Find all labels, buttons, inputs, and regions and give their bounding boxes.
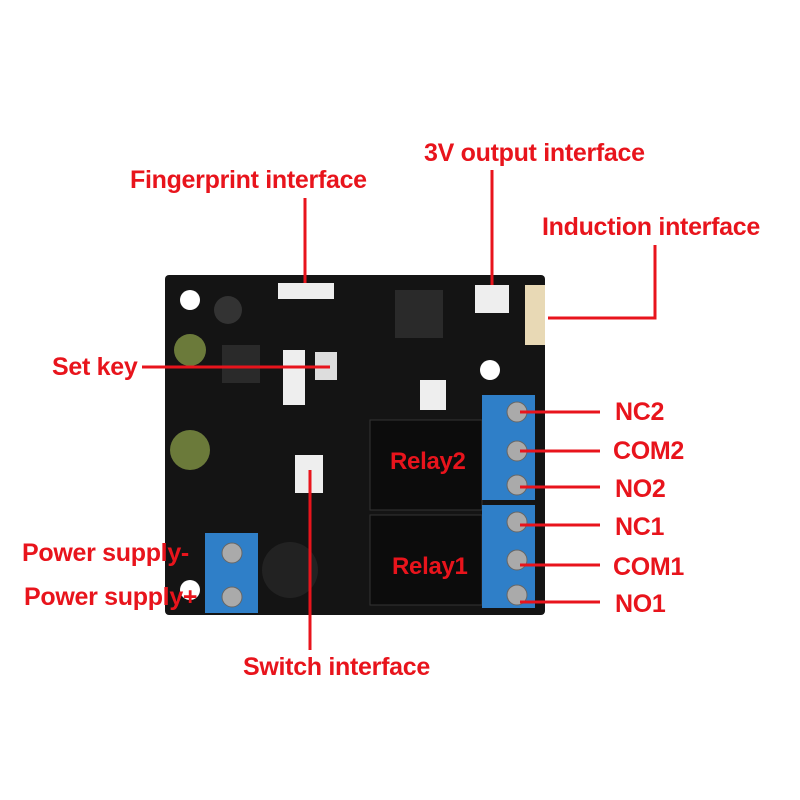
fingerprint-interface-label: Fingerprint interface bbox=[130, 166, 367, 194]
relay-1 bbox=[369, 514, 483, 606]
switch-interface-label: Switch interface bbox=[243, 653, 430, 681]
no1-label: NO1 bbox=[615, 590, 666, 618]
inductor bbox=[222, 345, 260, 383]
induction-interface-label: Induction interface bbox=[542, 213, 760, 241]
mount-hole bbox=[180, 290, 200, 310]
nc2-label: NC2 bbox=[615, 398, 665, 426]
relay-2 bbox=[369, 419, 483, 511]
mcu-chip bbox=[395, 290, 443, 338]
connector bbox=[283, 350, 305, 405]
fingerprint-connector bbox=[278, 283, 334, 299]
capacitor bbox=[174, 334, 206, 366]
power-supply-minus-label: Power supply- bbox=[22, 539, 189, 567]
power-supply-plus-label: Power supply+ bbox=[24, 583, 198, 611]
buzzer bbox=[262, 542, 318, 598]
relay2-label: Relay2 bbox=[390, 448, 466, 475]
3v-connector bbox=[475, 285, 509, 313]
3v-output-interface-label: 3V output interface bbox=[424, 139, 645, 167]
relay1-label: Relay1 bbox=[392, 553, 468, 580]
nc1-label: NC1 bbox=[615, 513, 665, 541]
com2-label: COM2 bbox=[613, 437, 685, 465]
set-key-label: Set key bbox=[52, 353, 138, 381]
mount-hole bbox=[180, 580, 200, 600]
nfc-connector bbox=[525, 285, 545, 345]
capacitor bbox=[170, 430, 210, 470]
no2-label: NO2 bbox=[615, 475, 666, 503]
leader-lines bbox=[142, 170, 657, 650]
mount-hole bbox=[480, 360, 500, 380]
com1-label: COM1 bbox=[613, 553, 685, 581]
capacitor bbox=[214, 296, 242, 324]
connector bbox=[420, 380, 446, 410]
